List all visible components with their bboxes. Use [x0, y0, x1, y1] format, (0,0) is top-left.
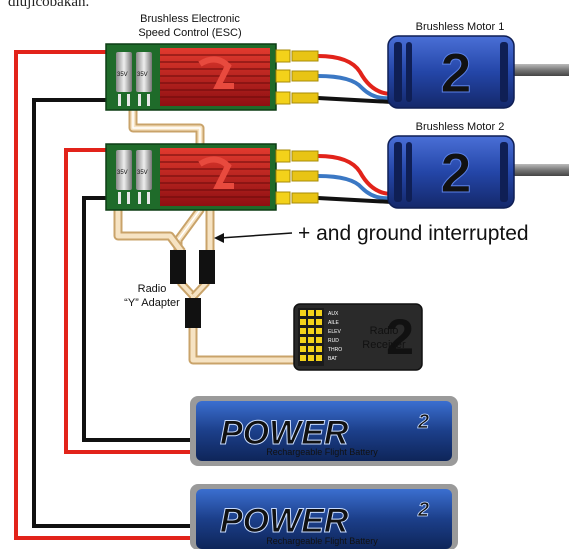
- brushless-motor-2: 2: [387, 135, 569, 209]
- battery-1-subtitle: Rechargeable Flight Battery: [266, 447, 378, 457]
- battery-2-brand: POWER: [220, 502, 349, 540]
- esc-1-cap-b-text: 35V: [137, 72, 148, 78]
- motor-2-label: Brushless Motor 2: [416, 121, 505, 133]
- battery-1-brand: POWER: [220, 414, 349, 452]
- esc-1: 35V 35V: [105, 43, 277, 111]
- motor-2-wires: [317, 154, 393, 204]
- arrow-head-icon: [214, 233, 224, 243]
- esc-1-capacitor-b: [136, 52, 152, 92]
- interrupted-annotation: + and ground interrupted: [214, 222, 529, 245]
- esc-2-bullet-connectors: [275, 149, 319, 205]
- receiver-channel-rud: RUD: [328, 338, 339, 344]
- esc-label-line1: Brushless Electronic: [140, 13, 240, 25]
- receiver-label-line1: Radio: [370, 325, 399, 337]
- motor-2-logo: 2: [440, 141, 471, 204]
- motor-2-shaft: [510, 164, 569, 176]
- esc-2-cap-a-text: 35V: [117, 170, 128, 176]
- y-adapter-label-line2: “Y” Adapter: [124, 297, 180, 309]
- interrupted-arrow-line: [219, 232, 293, 239]
- receiver-channel-aile: AILE: [328, 320, 340, 326]
- top-cut-text: diujicobakan.: [8, 0, 89, 10]
- flight-battery-2: POWER 2 Rechargeable Flight Battery: [190, 484, 458, 549]
- interrupted-label: + and ground interrupted: [298, 222, 529, 245]
- battery-2-subtitle: Rechargeable Flight Battery: [266, 536, 378, 546]
- motor-1-label: Brushless Motor 1: [416, 21, 505, 33]
- receiver-channel-aux: AUX: [328, 311, 339, 317]
- receiver-channel-bat: BAT: [328, 356, 337, 362]
- motor-1-wires: [317, 54, 393, 104]
- esc-2: 35V 35V: [105, 143, 277, 211]
- radio-receiver: AUX AILE ELEV RUD THRO BAT 2 Radio Recei…: [293, 303, 423, 371]
- y-adapter-plug-left: [170, 250, 186, 284]
- esc-2-cap-b-text: 35V: [137, 170, 148, 176]
- battery-2-superscript: 2: [417, 499, 429, 521]
- receiver-channel-elev: ELEV: [328, 329, 341, 335]
- esc-1-capacitor-a: [116, 52, 132, 92]
- esc-1-cap-a-text: 35V: [117, 72, 128, 78]
- battery-wires: [14, 50, 194, 540]
- brushless-motor-1: 2: [387, 35, 569, 109]
- esc-1-bullet-connectors: [275, 49, 319, 105]
- receiver-label-line2: Receiver: [362, 339, 406, 351]
- motor-1-logo: 2: [440, 41, 471, 104]
- esc-2-capacitor-a: [116, 150, 132, 190]
- motor-1-shaft: [510, 64, 569, 76]
- y-adapter-plug-right: [199, 250, 215, 284]
- y-adapter-label-line1: Radio: [138, 283, 167, 295]
- receiver-logo: 2: [386, 309, 414, 365]
- flight-battery-1: POWER 2 Rechargeable Flight Battery: [190, 396, 458, 466]
- receiver-channel-thro: THRO: [328, 347, 342, 353]
- esc-label-line2: Speed Control (ESC): [138, 27, 241, 39]
- y-adapter-plug-common: [185, 298, 201, 328]
- esc-2-capacitor-b: [136, 150, 152, 190]
- battery-1-superscript: 2: [417, 411, 429, 433]
